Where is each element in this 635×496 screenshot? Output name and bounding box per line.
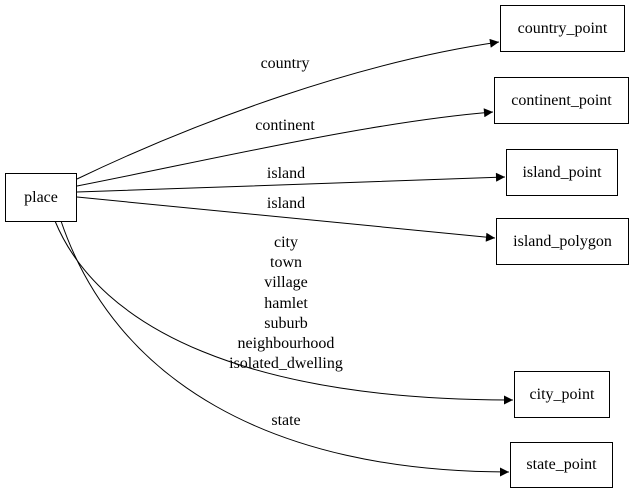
edge-label-neighbourhood-line: neighbourhood — [237, 335, 335, 353]
node-country-point: country_point — [500, 5, 625, 52]
edge-label-village-line: village — [264, 274, 308, 292]
edge-place-continent-point — [76, 108, 494, 187]
edge-label-island-polygon: island — [266, 195, 306, 212]
edge-place-country-point — [76, 38, 500, 180]
node-island-polygon: island_polygon — [496, 218, 629, 265]
node-state-point: state_point — [510, 442, 613, 488]
edge-place-island-polygon — [76, 196, 496, 242]
edge-label-isolated-dwelling-line: isolated_dwelling — [229, 355, 343, 373]
edge-label-island-point: island — [266, 165, 306, 182]
node-continent-point: continent_point — [494, 77, 629, 124]
edge-place-state-point — [60, 220, 510, 477]
edge-label-city-line: city — [273, 234, 298, 251]
node-city-point: city_point — [514, 371, 610, 418]
edge-place-island-point — [76, 172, 506, 193]
edge-label-country: country — [260, 55, 310, 72]
edge-place-city-point — [54, 220, 514, 405]
edge-label-continent: continent — [255, 117, 315, 134]
edge-label-town-line: town — [269, 254, 302, 272]
edge-label-state: state — [271, 412, 301, 429]
edge-label-suburb-line: suburb — [264, 314, 308, 332]
edge-label-hamlet-line: hamlet — [264, 294, 308, 312]
node-place: place — [5, 173, 77, 222]
node-island-point: island_point — [506, 149, 618, 196]
edge-label-city-types: city town village hamlet suburb neighbou… — [229, 233, 343, 374]
